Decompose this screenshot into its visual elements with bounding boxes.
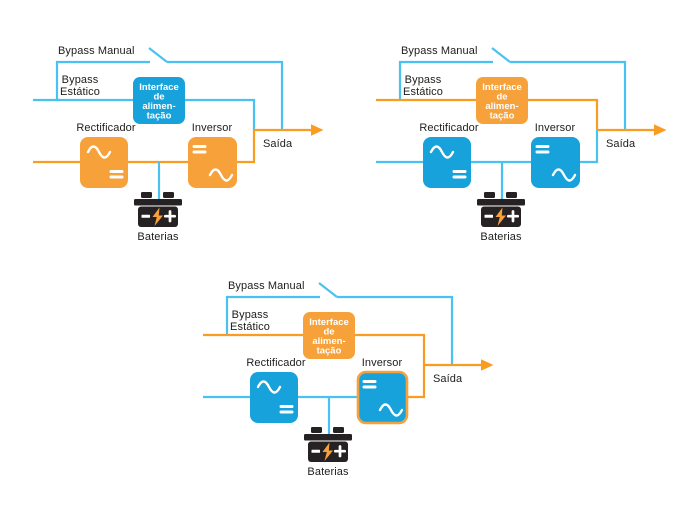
rectifier-label: Rectificador xyxy=(246,357,306,369)
interface-label-line1: Interface xyxy=(482,82,522,93)
batteries-label: Baterias xyxy=(137,231,179,243)
battery-minus-icon xyxy=(484,214,493,218)
output-arrowhead-icon xyxy=(654,124,667,136)
battery-icon xyxy=(304,427,352,462)
interface-label-line4: tação xyxy=(147,111,172,122)
battery-lightning-bolt-icon xyxy=(152,207,163,226)
static-bypass-line xyxy=(33,98,256,130)
battery-icon xyxy=(134,192,182,227)
output-label: Saída xyxy=(263,138,293,150)
inverter-label: Inversor xyxy=(362,357,403,369)
diagram-slot-bottom-center: Bypass Manual Bypass Estático Interface … xyxy=(195,270,500,482)
interface-label-line2: de xyxy=(153,92,164,103)
battery-plus-icon xyxy=(333,445,347,458)
bypass-manual-label: Bypass Manual xyxy=(228,280,305,292)
battery-lightning-bolt-icon xyxy=(495,207,506,226)
battery-plus-icon xyxy=(506,210,520,223)
bypass-static-label-line1: Bypass xyxy=(62,74,99,86)
battery-icon xyxy=(477,192,525,227)
bypass-manual-label: Bypass Manual xyxy=(401,45,478,57)
battery-minus-icon xyxy=(141,214,150,218)
battery-minus-icon xyxy=(311,449,320,453)
inverter-output-line xyxy=(407,365,426,399)
bypass-static-label-line1: Bypass xyxy=(232,309,269,321)
inverter-output-line xyxy=(580,130,599,164)
bypass-manual-line xyxy=(225,282,454,365)
inverter-box xyxy=(356,370,409,425)
interface-label-line3: alimen- xyxy=(312,336,345,347)
static-bypass-line xyxy=(376,98,599,130)
rectifier-dc-equals-icon xyxy=(452,170,467,179)
batteries-label: Baterias xyxy=(480,231,522,243)
battery-plus-icon xyxy=(163,210,177,223)
rectifier-box xyxy=(423,137,471,188)
battery-terminal-right xyxy=(333,427,344,433)
inverter-ac-sine-icon xyxy=(551,168,577,182)
ups-diagram: Bypass Manual Bypass Estático Interface … xyxy=(33,45,324,243)
output-label: Saída xyxy=(606,138,636,150)
output-label: Saída xyxy=(433,373,463,385)
inverter-dc-equals-icon xyxy=(535,145,550,154)
interface-box xyxy=(476,77,528,124)
inverter-dc-equals-icon xyxy=(362,380,377,389)
rectifier-box xyxy=(80,137,128,188)
rectifier-ac-sine-icon xyxy=(256,380,282,394)
interface-label-line2: de xyxy=(323,327,334,338)
interface-label-line3: alimen- xyxy=(485,101,518,112)
bypass-manual-line xyxy=(55,47,284,130)
diagram-slot-top-right: Bypass Manual Bypass Estático Interface … xyxy=(368,35,673,247)
interface-box xyxy=(303,312,355,359)
bypass-static-label-line2: Estático xyxy=(60,86,100,98)
inverter-ac-sine-icon xyxy=(378,403,404,417)
interface-label-line3: alimen- xyxy=(142,101,175,112)
bypass-static-label-line1: Bypass xyxy=(405,74,442,86)
interface-label-line1: Interface xyxy=(309,317,349,328)
inverter-dc-equals-icon xyxy=(192,145,207,154)
battery-lid xyxy=(477,199,525,206)
inverter-output-line xyxy=(237,130,256,164)
rectifier-dc-equals-icon xyxy=(279,405,294,414)
inverter-ac-sine-icon xyxy=(208,168,234,182)
battery-terminal-left xyxy=(311,427,322,433)
rectifier-label: Rectificador xyxy=(76,122,136,134)
battery-lid xyxy=(304,434,352,441)
rectifier-box xyxy=(250,372,298,423)
battery-lid xyxy=(134,199,182,206)
interface-label-line4: tação xyxy=(317,346,342,357)
output-arrowhead-icon xyxy=(481,359,494,371)
bypass-static-label-line2: Estático xyxy=(403,86,443,98)
battery-terminal-left xyxy=(141,192,152,198)
battery-terminal-left xyxy=(484,192,495,198)
battery-terminal-right xyxy=(506,192,517,198)
inverter-label: Inversor xyxy=(535,122,576,134)
interface-label-line4: tação xyxy=(490,111,515,122)
inverter-label: Inversor xyxy=(192,122,233,134)
rectifier-label: Rectificador xyxy=(419,122,479,134)
interface-label-line2: de xyxy=(496,92,507,103)
ups-diagram: Bypass Manual Bypass Estático Interface … xyxy=(376,45,667,243)
inverter-box xyxy=(531,137,580,188)
output-arrowhead-icon xyxy=(311,124,324,136)
inverter-box xyxy=(188,137,237,188)
bypass-manual-label: Bypass Manual xyxy=(58,45,135,57)
bypass-static-label-line2: Estático xyxy=(230,321,270,333)
interface-label-line1: Interface xyxy=(139,82,179,93)
battery-terminal-right xyxy=(163,192,174,198)
ups-diagram: Bypass Manual Bypass Estático Interface … xyxy=(203,280,494,478)
rectifier-ac-sine-icon xyxy=(86,145,112,159)
static-bypass-line xyxy=(203,333,426,365)
bypass-manual-line xyxy=(398,47,627,130)
interface-box xyxy=(133,77,185,124)
diagram-slot-top-left: Bypass Manual Bypass Estático Interface … xyxy=(25,35,330,247)
rectifier-dc-equals-icon xyxy=(109,170,124,179)
batteries-label: Baterias xyxy=(307,466,349,478)
rectifier-ac-sine-icon xyxy=(429,145,455,159)
battery-lightning-bolt-icon xyxy=(322,442,333,461)
